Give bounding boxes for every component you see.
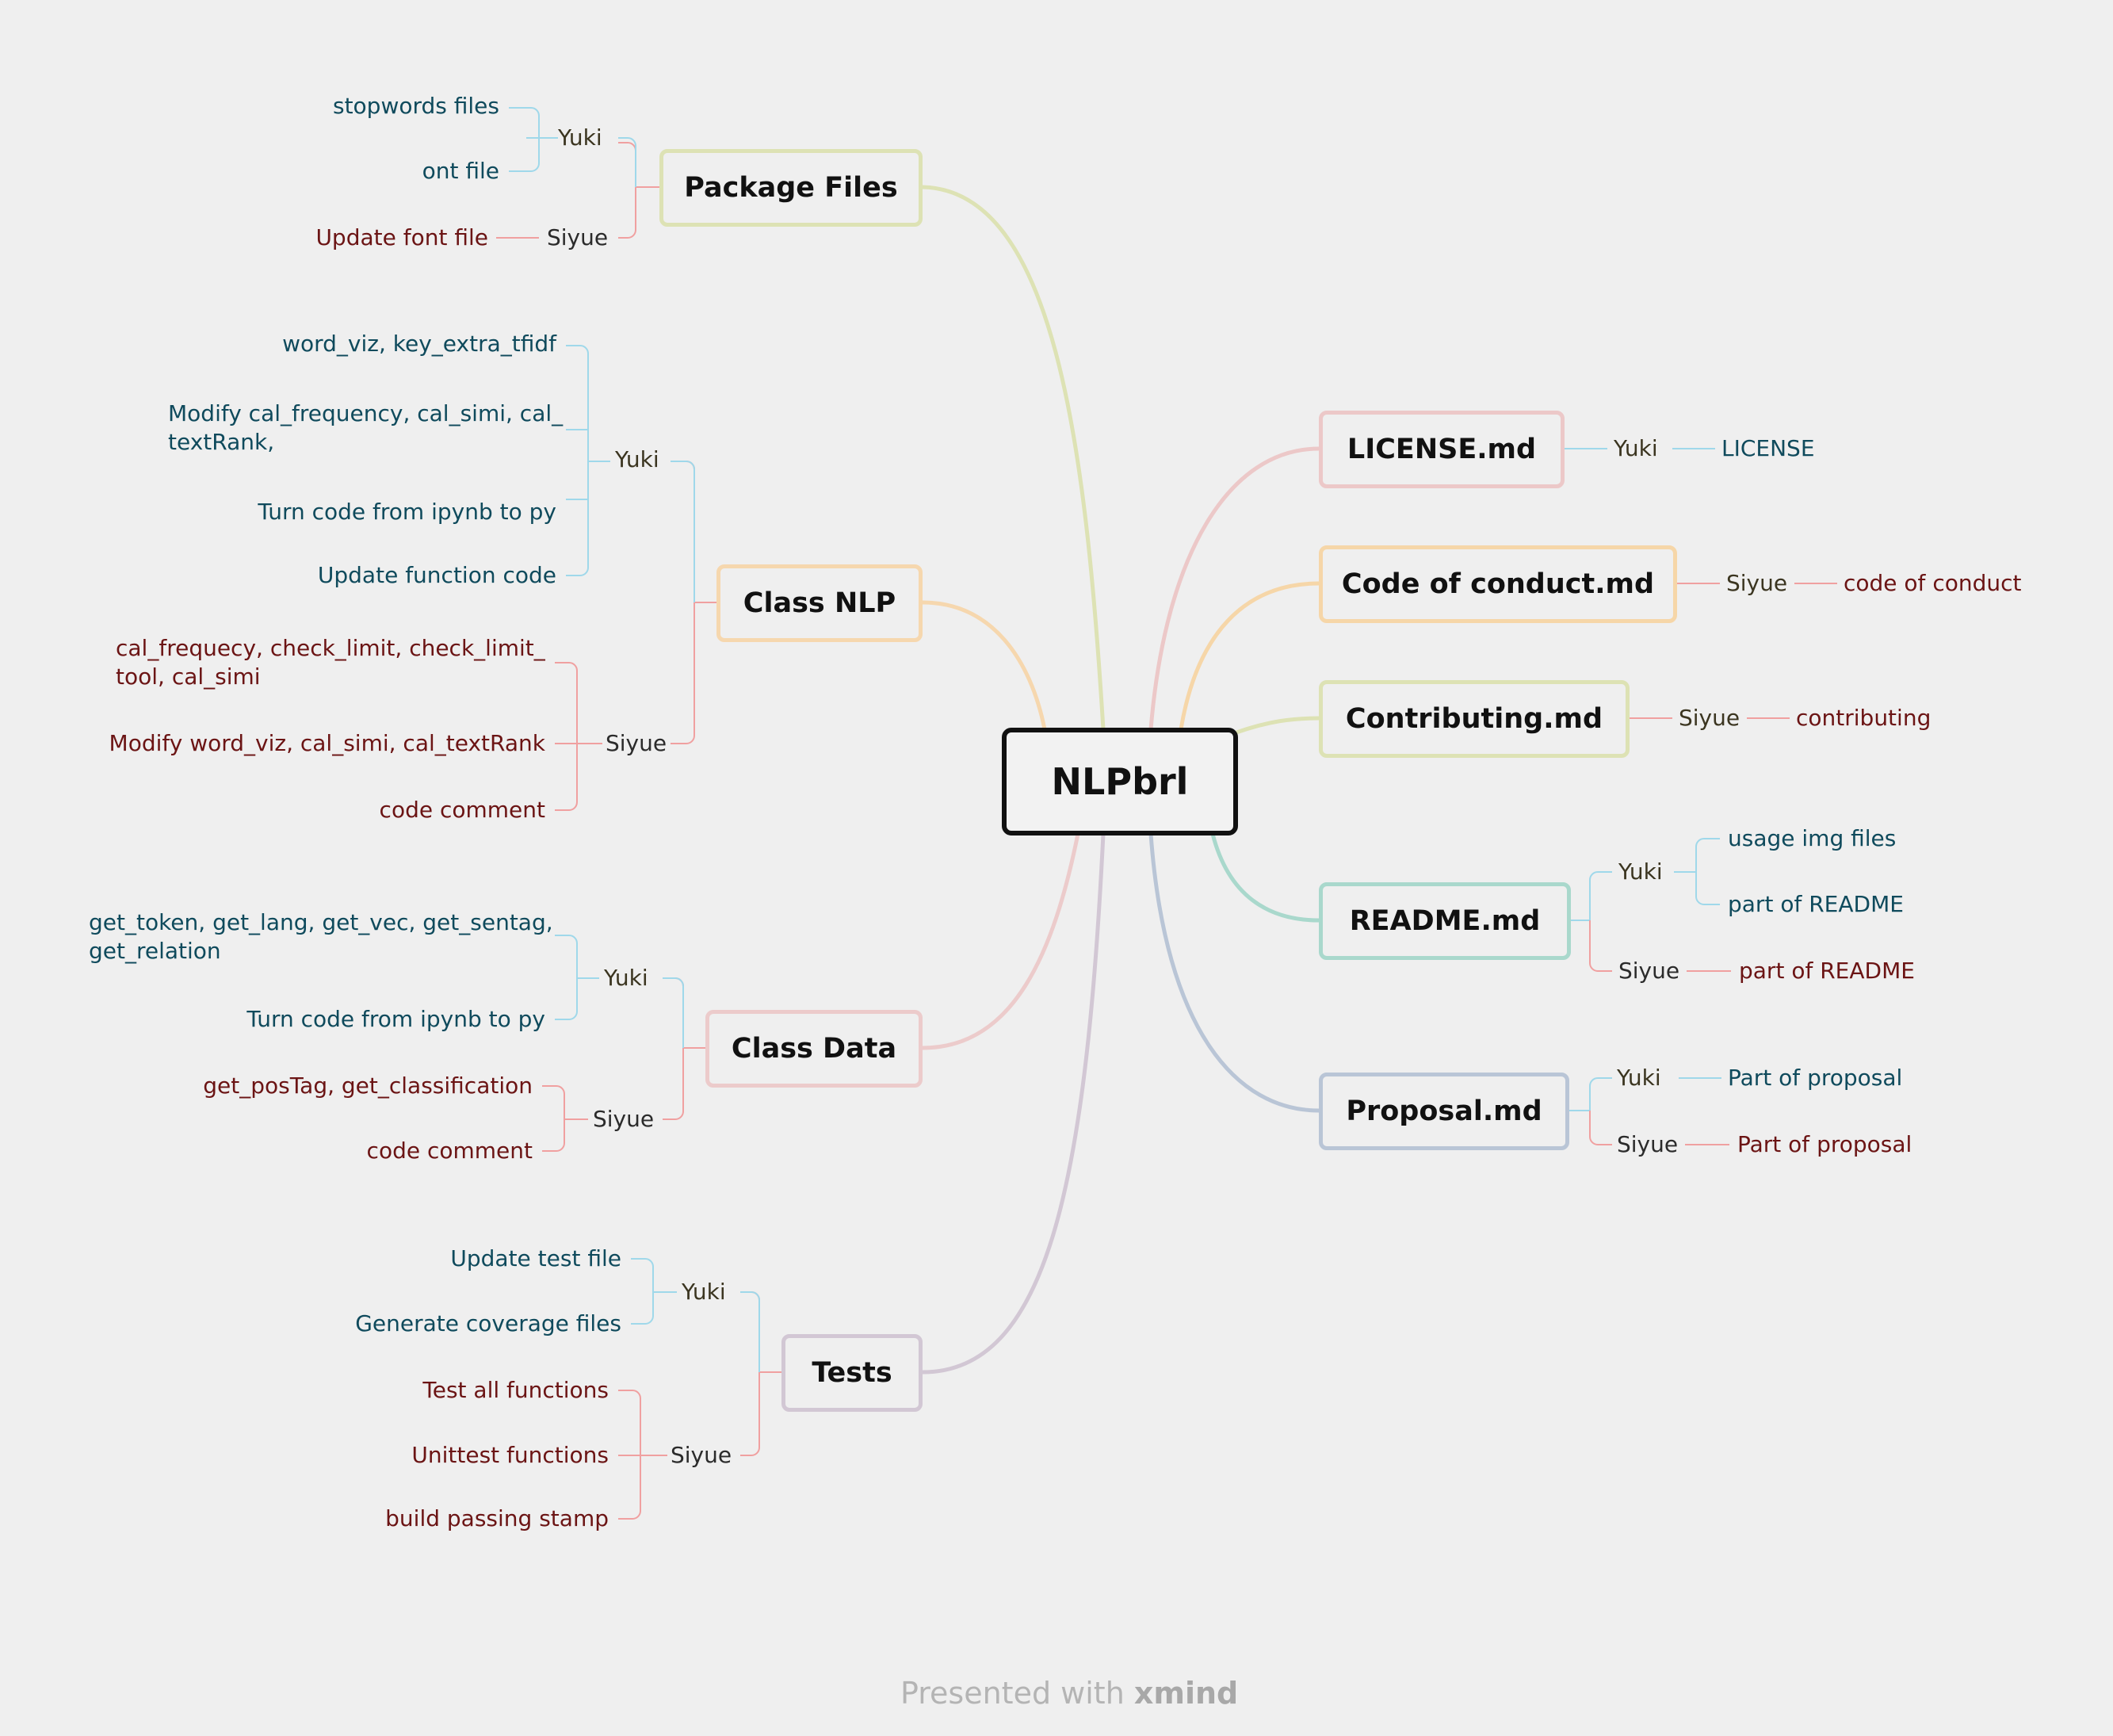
class-nlp-connectors: [555, 345, 716, 811]
tests-item-generate-coverage: Generate coverage files: [355, 1310, 621, 1336]
readme-siyue: Siyue: [1618, 958, 1680, 984]
contributing-siyue: Siyue: [1679, 705, 1740, 731]
readme-yuki: Yuki: [1618, 858, 1663, 885]
class-nlp-item-update-function: Update function code: [317, 562, 556, 588]
footer-prefix: Presented with: [900, 1676, 1134, 1711]
topic-license[interactable]: LICENSE.md: [1319, 411, 1565, 488]
branch-readme: [1210, 833, 1320, 923]
class-data-item-get-token: get_token, get_lang, get_vec, get_sentag…: [89, 909, 553, 964]
tests-item-build-passing: build passing stamp: [385, 1505, 609, 1531]
readme-item-part-of-readme-siyue: part of README: [1739, 958, 1915, 984]
branch-coc: [1179, 581, 1320, 730]
tests-item-unittest: Unittest functions: [411, 1442, 609, 1468]
package-files-connectors: [496, 107, 659, 239]
class-nlp-siyue: Siyue: [606, 730, 667, 756]
branch-class-nlp: [922, 600, 1047, 730]
package-files-item-update-font: Update font file: [315, 224, 488, 250]
branch-contributing: [1236, 716, 1320, 735]
topic-class-nlp[interactable]: Class NLP: [716, 564, 923, 642]
xmind-logo-text: xmind: [1133, 1676, 1239, 1711]
proposal-item-part-of-proposal-siyue: Part of proposal: [1737, 1131, 1912, 1157]
proposal-connectors: [1569, 1077, 1729, 1145]
proposal-siyue: Siyue: [1617, 1131, 1679, 1157]
proposal-yuki: Yuki: [1617, 1065, 1661, 1091]
class-data-item-code-comment: code comment: [366, 1138, 533, 1164]
readme-item-usage-img: usage img files: [1728, 825, 1897, 851]
topic-class-data[interactable]: Class Data: [705, 1010, 923, 1088]
class-data-siyue: Siyue: [593, 1106, 655, 1132]
package-files-yuki: Yuki: [558, 124, 602, 151]
class-nlp-item-modify-word-viz: Modify word_viz, cal_simi, cal_textRank: [109, 730, 545, 756]
class-data-connectors: [542, 935, 705, 1152]
branch-class-data: [922, 833, 1080, 1050]
license-item-license: LICENSE: [1721, 435, 1815, 461]
class-nlp-yuki: Yuki: [615, 446, 659, 472]
proposal-item-part-of-proposal-yuki: Part of proposal: [1728, 1065, 1903, 1091]
readme-connectors: [1571, 838, 1731, 972]
branch-package-files: [922, 185, 1106, 730]
topic-package-files[interactable]: Package Files: [659, 149, 923, 227]
topic-code-of-conduct[interactable]: Code of conduct.md: [1319, 545, 1677, 623]
presented-with-footer: Presented with xmind: [900, 1676, 1238, 1711]
topic-readme[interactable]: README.md: [1319, 882, 1571, 960]
coc-item-code-of-conduct: code of conduct: [1844, 570, 2022, 596]
root-topic[interactable]: NLPbrl: [1002, 728, 1238, 835]
readme-item-part-of-readme-yuki: part of README: [1728, 891, 1904, 917]
license-yuki: Yuki: [1614, 435, 1658, 461]
class-nlp-item-turn-code: Turn code from ipynb to py: [258, 499, 556, 525]
tests-connectors: [618, 1258, 781, 1520]
topic-tests[interactable]: Tests: [781, 1334, 923, 1412]
class-nlp-item-code-comment: code comment: [379, 797, 545, 823]
contributing-item-contributing: contributing: [1796, 705, 1932, 731]
topic-proposal[interactable]: Proposal.md: [1319, 1073, 1569, 1150]
branch-tests: [922, 833, 1106, 1375]
package-files-siyue: Siyue: [547, 224, 609, 250]
class-nlp-item-word-viz: word_viz, key_extra_tfidf: [282, 331, 556, 357]
package-files-item-ont-file: ont file: [422, 158, 499, 184]
class-nlp-item-cal-frequecy: cal_frequecy, check_limit, check_limit_ …: [116, 635, 545, 690]
class-data-yuki: Yuki: [604, 965, 648, 991]
coc-siyue: Siyue: [1726, 570, 1788, 596]
tests-item-test-all: Test all functions: [422, 1377, 609, 1403]
tests-yuki: Yuki: [682, 1279, 726, 1305]
tests-siyue: Siyue: [671, 1442, 732, 1468]
package-files-item-stopwords: stopwords files: [332, 93, 499, 119]
class-data-item-get-postag: get_posTag, get_classification: [203, 1073, 533, 1099]
class-nlp-item-modify-cal: Modify cal_frequency, cal_simi, cal_ tex…: [168, 400, 564, 455]
branch-proposal: [1148, 833, 1320, 1113]
topic-contributing[interactable]: Contributing.md: [1319, 680, 1630, 758]
tests-item-update-test: Update test file: [450, 1245, 621, 1271]
class-data-item-turn-code: Turn code from ipynb to py: [246, 1006, 545, 1032]
branch-license: [1148, 446, 1320, 730]
